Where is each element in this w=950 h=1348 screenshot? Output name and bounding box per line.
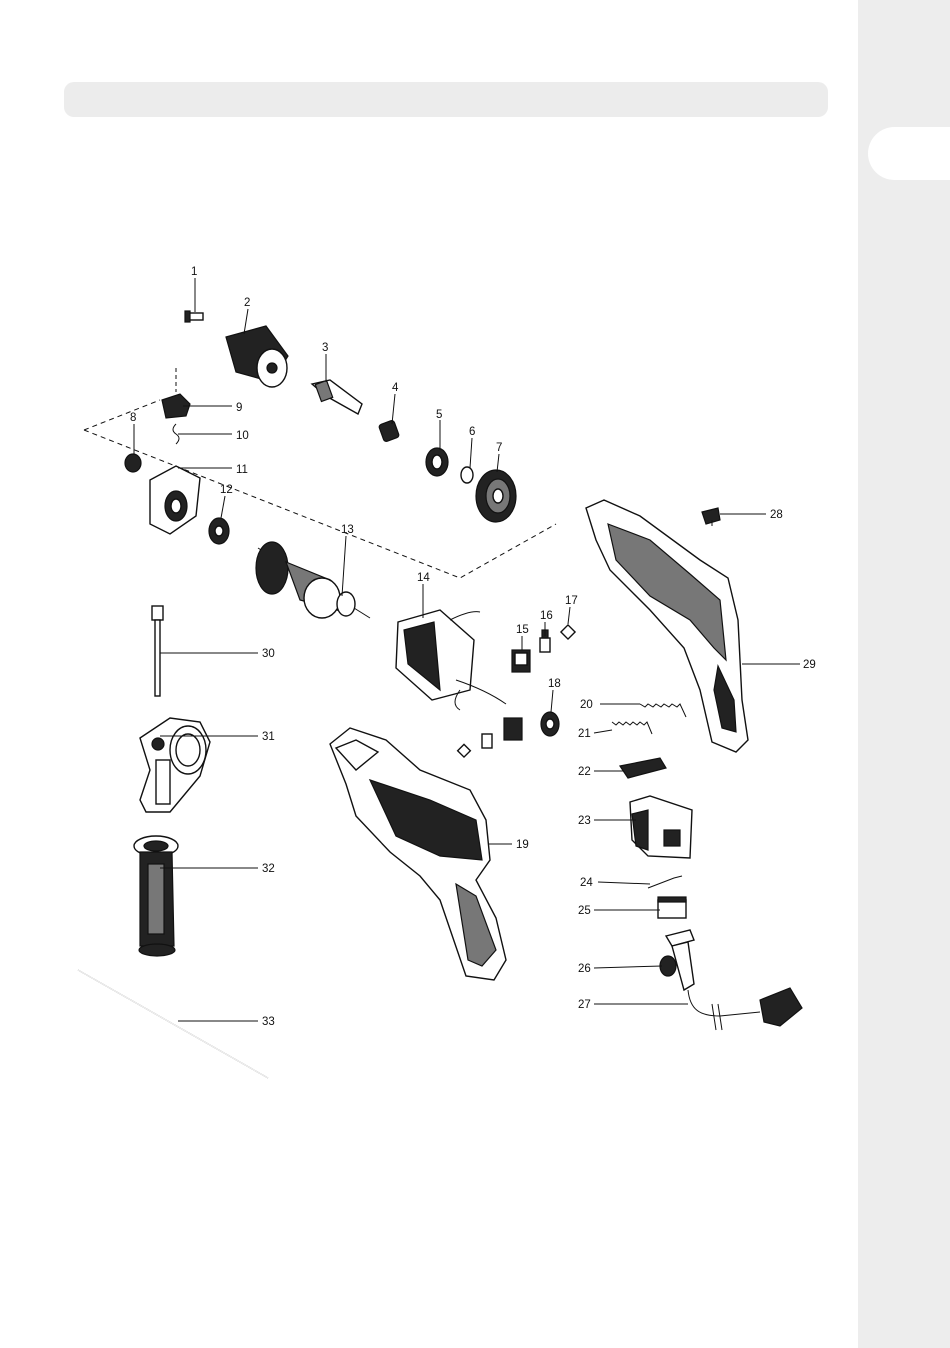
label-part-9: 9 xyxy=(236,402,242,414)
label-part-15: 15 xyxy=(516,624,529,636)
part-27-power-cord xyxy=(688,988,802,1030)
part-7-gear xyxy=(476,470,516,522)
label-part-8: 8 xyxy=(130,412,136,424)
part-6-washer xyxy=(461,467,473,483)
label-part-18: 18 xyxy=(548,678,561,690)
label-part-10: 10 xyxy=(236,430,249,442)
label-part-17: 17 xyxy=(565,595,578,607)
label-part-13: 13 xyxy=(341,524,354,536)
label-part-20: 20 xyxy=(580,699,593,711)
part-3-spindle xyxy=(312,380,362,414)
part-21-spring xyxy=(612,722,652,734)
label-part-2: 2 xyxy=(244,297,250,309)
part-19-assembled-drill xyxy=(330,728,506,980)
label-part-21: 21 xyxy=(578,728,591,740)
assembly-dashed-line xyxy=(84,368,556,578)
part-17-brush-cap xyxy=(561,625,575,639)
label-part-23: 23 xyxy=(578,815,591,827)
label-part-32: 32 xyxy=(262,863,275,875)
part-11-gear-cover xyxy=(150,466,200,534)
part-22-plate xyxy=(620,758,666,778)
part-30-depth-rod xyxy=(152,606,163,696)
label-part-1: 1 xyxy=(191,266,197,278)
part-23-switch xyxy=(630,796,692,858)
label-part-3: 3 xyxy=(322,342,328,354)
label-part-4: 4 xyxy=(392,382,399,394)
label-part-22: 22 xyxy=(578,766,591,778)
part-14-stator xyxy=(396,610,506,710)
part-5-bearing xyxy=(426,448,448,476)
label-part-29: 29 xyxy=(803,659,816,671)
part-2-chuck xyxy=(226,326,288,387)
part-13-armature xyxy=(256,542,370,618)
label-part-6: 6 xyxy=(469,426,475,438)
label-part-11: 11 xyxy=(236,464,248,476)
part-29-housing xyxy=(586,500,748,752)
label-part-12: 12 xyxy=(220,484,233,496)
label-part-5: 5 xyxy=(436,409,442,421)
part-20-spring xyxy=(640,704,686,717)
label-part-27: 27 xyxy=(578,999,591,1011)
label-part-31: 31 xyxy=(262,731,275,743)
part-32-side-handle xyxy=(134,836,178,956)
part-25-capacitor xyxy=(658,897,686,918)
part-24-wire xyxy=(648,876,682,888)
label-part-24: 24 xyxy=(580,877,593,889)
label-part-26: 26 xyxy=(578,963,591,975)
label-part-14: 14 xyxy=(417,572,430,584)
part-18-bearing xyxy=(541,712,559,736)
part-4-bearing xyxy=(378,420,399,442)
label-part-28: 28 xyxy=(770,509,783,521)
part-31-handle-clamp xyxy=(140,718,210,812)
label-part-25: 25 xyxy=(578,905,591,917)
part-8-nut xyxy=(125,454,141,472)
label-part-19: 19 xyxy=(516,839,529,851)
part-26-cord-guard xyxy=(660,930,694,990)
label-part-16: 16 xyxy=(540,610,553,622)
part-15-brush-holder xyxy=(512,650,530,672)
part-12-bearing xyxy=(209,518,229,544)
part-brush-set-lower xyxy=(458,718,522,757)
label-part-7: 7 xyxy=(496,442,502,454)
label-part-30: 30 xyxy=(262,648,275,660)
part-28-screw xyxy=(702,508,720,526)
part-33-rod xyxy=(78,970,268,1078)
label-part-33: 33 xyxy=(262,1016,275,1028)
part-1-screw xyxy=(185,311,203,322)
